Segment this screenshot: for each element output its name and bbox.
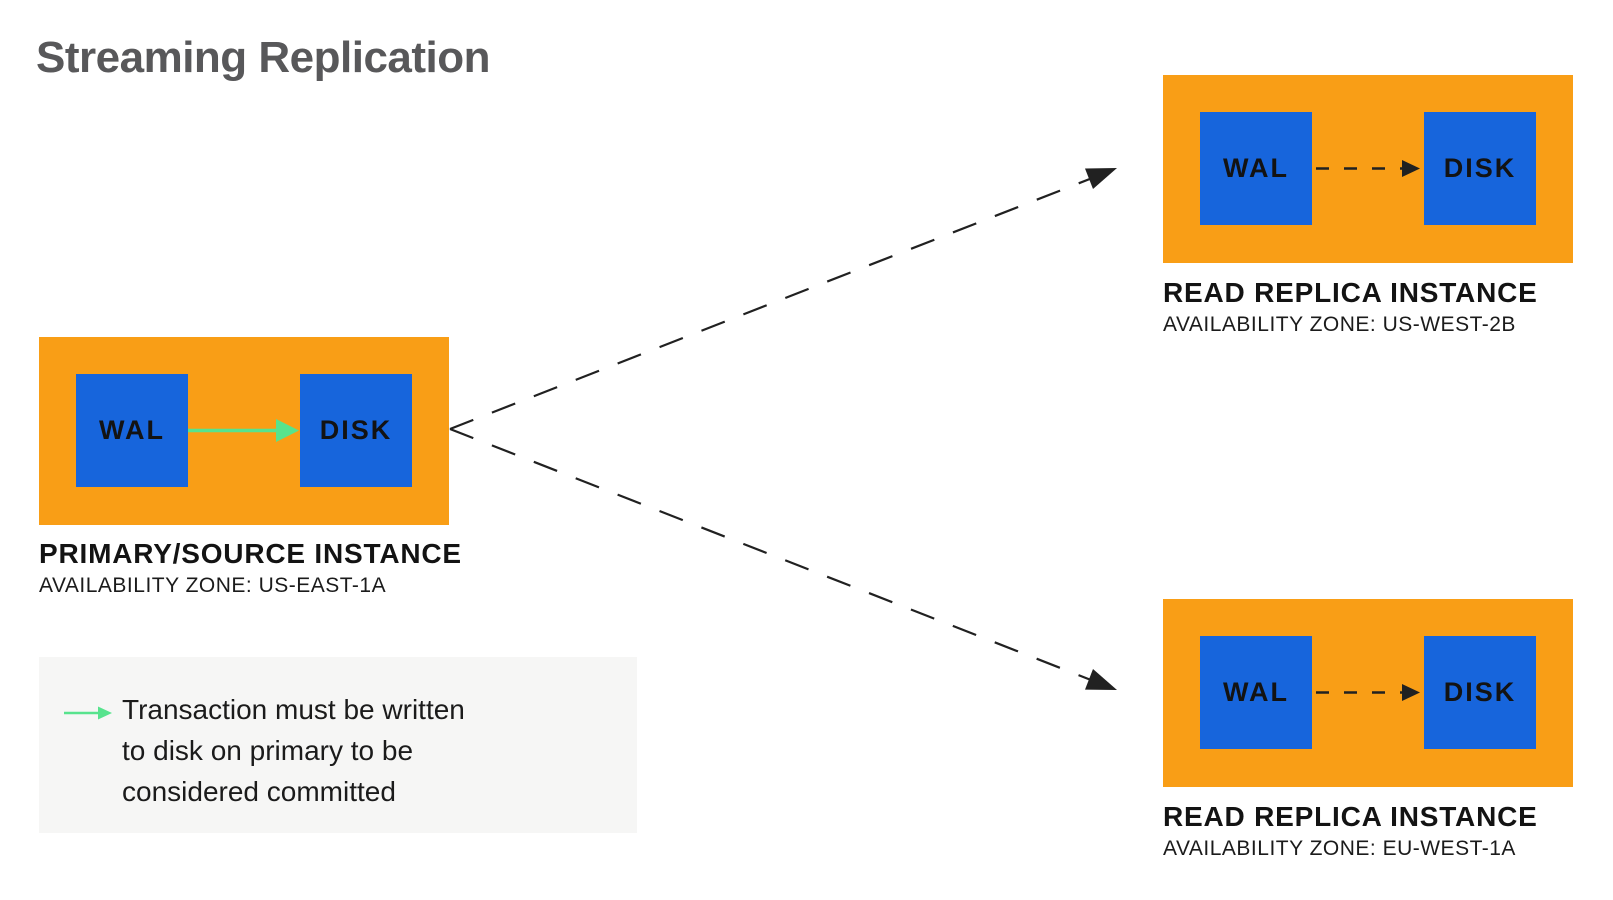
primary-instance-box: WAL DISK [39,337,449,525]
legend-text-line: to disk on primary to be [122,735,414,766]
replication-arrow-top-head-icon [1085,168,1117,189]
replication-arrow-bottom-line [449,427,1091,681]
replica-bottom-wal-label: WAL [1223,677,1289,707]
replica-top-instance-name: READ REPLICA INSTANCE [1163,277,1538,308]
replication-arrow-bottom-head-icon [1085,669,1117,690]
legend-text-line: considered committed [122,776,396,807]
replica-top-availability-zone: AVAILABILITY ZONE: US-WEST-2B [1163,313,1516,336]
replica-bottom-instance-name: READ REPLICA INSTANCE [1163,801,1538,832]
replica-bottom-dashed-arrow-icon [1316,684,1420,701]
legend-box: Transaction must be written to disk on p… [39,657,637,833]
legend-text-line: Transaction must be written [122,694,465,725]
primary-caption: PRIMARY/SOURCE INSTANCE AVAILABILITY ZON… [39,537,462,598]
primary-instance-name: PRIMARY/SOURCE INSTANCE [39,538,462,569]
replica-bottom-disk-block: DISK [1424,636,1536,749]
legend-text: Transaction must be written to disk on p… [122,689,465,812]
primary-disk-label: DISK [319,415,393,445]
primary-disk-block: DISK [300,374,412,487]
replica-bottom-availability-zone: AVAILABILITY ZONE: EU-WEST-1A [1163,837,1516,860]
commit-arrow-icon [188,419,299,442]
replica-bottom-caption: READ REPLICA INSTANCE AVAILABILITY ZONE:… [1163,800,1538,861]
replica-bottom-instance-box: WAL DISK [1163,599,1573,787]
replica-bottom-disk-label: DISK [1443,677,1517,707]
replica-top-disk-block: DISK [1424,112,1536,225]
replica-top-instance-box: WAL DISK [1163,75,1573,263]
replication-arrow-top-line [449,177,1092,431]
primary-wal-block: WAL [76,374,188,487]
primary-wal-label: WAL [99,415,165,445]
diagram-title: Streaming Replication [36,33,491,82]
replica-top-wal-block: WAL [1200,112,1312,225]
replica-bottom-wal-block: WAL [1200,636,1312,749]
legend-commit-arrow-icon [64,706,112,720]
replica-top-caption: READ REPLICA INSTANCE AVAILABILITY ZONE:… [1163,276,1538,337]
replica-top-disk-label: DISK [1443,153,1517,183]
replica-top-dashed-arrow-icon [1316,160,1420,177]
primary-availability-zone: AVAILABILITY ZONE: US-EAST-1A [39,574,387,597]
replica-top-wal-label: WAL [1223,153,1289,183]
